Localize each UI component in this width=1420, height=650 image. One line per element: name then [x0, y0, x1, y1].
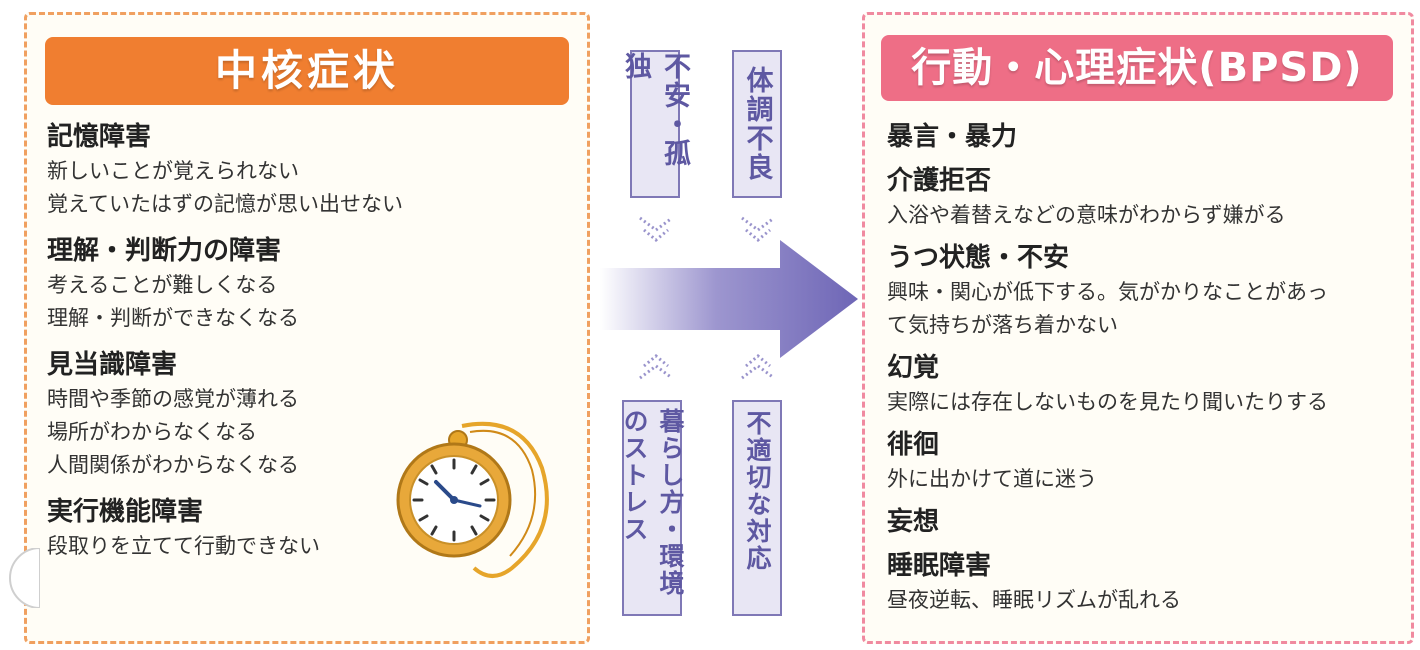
factor-box-lifestyle-stress: 暮らし方・環境のストレス — [620, 400, 685, 616]
bpsd-item-delusion: 妄想 — [887, 504, 1407, 540]
item-title: 介護拒否 — [887, 166, 992, 196]
item-desc: 理解・判断ができなくなる — [47, 306, 299, 330]
item-desc: 時間や季節の感覚が薄れる — [47, 387, 299, 411]
item-desc: て気持ちが落ち着かない — [887, 313, 1118, 337]
item-title: うつ状態・不安 — [887, 243, 1070, 273]
item-title: 実行機能障害 — [47, 497, 204, 527]
chevron-up-icon — [639, 354, 673, 380]
item-desc: 興味・関心が低下する。気がかりなことがあっ — [887, 280, 1328, 304]
item-title: 見当識障害 — [47, 350, 178, 380]
core-symptoms-panel: 中核症状 記憶障害 新しいことが覚えられない 覚えていたはずの記憶が思い出せない… — [24, 12, 590, 644]
edge-circle-decoration — [9, 548, 40, 608]
core-symptoms-header: 中核症状 — [45, 37, 569, 105]
item-title: 睡眠障害 — [887, 551, 992, 581]
factor-box-anxiety: 不安・孤独 — [620, 50, 690, 198]
bpsd-item-wandering: 徘徊 外に出かけて道に迷う — [887, 427, 1407, 496]
item-title: 幻覚 — [887, 353, 940, 383]
item-title: 徘徊 — [887, 430, 940, 460]
core-symptoms-list: 記憶障害 新しいことが覚えられない 覚えていたはずの記憶が思い出せない 理解・判… — [47, 119, 567, 575]
item-desc: 段取りを立てて行動できない — [47, 534, 320, 558]
factor-box-improper-care: 不適切な対応 — [732, 400, 782, 616]
chevron-up-icon — [741, 354, 775, 380]
bpsd-item-depression: うつ状態・不安 興味・関心が低下する。気がかりなことがあっ て気持ちが落ち着かな… — [887, 240, 1407, 342]
item-desc: 覚えていたはずの記憶が思い出せない — [47, 192, 403, 216]
bpsd-list: 暴言・暴力 介護拒否 入浴や着替えなどの意味がわからず嫌がる うつ状態・不安 興… — [887, 119, 1407, 625]
factor-box-poor-health: 体調不良 — [732, 50, 782, 198]
bpsd-item-hallucination: 幻覚 実際には存在しないものを見たり聞いたりする — [887, 350, 1407, 419]
core-item-executive: 実行機能障害 段取りを立てて行動できない — [47, 494, 567, 563]
bpsd-panel: 行動・心理症状(BPSD) 暴言・暴力 介護拒否 入浴や着替えなどの意味がわから… — [862, 12, 1414, 644]
item-desc: 新しいことが覚えられない — [47, 159, 299, 183]
chevron-down-icon — [741, 216, 775, 242]
bpsd-item-violence: 暴言・暴力 — [887, 119, 1407, 155]
core-item-memory: 記憶障害 新しいことが覚えられない 覚えていたはずの記憶が思い出せない — [47, 119, 567, 221]
item-title: 理解・判断力の障害 — [47, 236, 282, 266]
item-title: 記憶障害 — [47, 122, 152, 152]
bpsd-header: 行動・心理症状(BPSD) — [881, 35, 1393, 101]
item-desc: 実際には存在しないものを見たり聞いたりする — [887, 390, 1328, 414]
bpsd-item-care-refusal: 介護拒否 入浴や着替えなどの意味がわからず嫌がる — [887, 163, 1407, 232]
item-desc: 外に出かけて道に迷う — [887, 467, 1097, 491]
item-desc: 場所がわからなくなる — [47, 420, 257, 444]
pocket-watch-icon — [396, 421, 549, 578]
core-item-judgment: 理解・判断力の障害 考えることが難しくなる 理解・判断ができなくなる — [47, 233, 567, 335]
core-item-orientation: 見当識障害 時間や季節の感覚が薄れる 場所がわからなくなる 人間関係がわからなく… — [47, 347, 567, 482]
item-desc: 入浴や着替えなどの意味がわからず嫌がる — [887, 203, 1286, 227]
item-desc: 考えることが難しくなる — [47, 273, 278, 297]
item-desc: 昼夜逆転、睡眠リズムが乱れる — [887, 588, 1181, 612]
bpsd-item-sleep-disorder: 睡眠障害 昼夜逆転、睡眠リズムが乱れる — [887, 548, 1407, 617]
item-title: 妄想 — [887, 507, 940, 537]
item-desc: 人間関係がわからなくなる — [47, 453, 299, 477]
chevron-down-icon — [639, 216, 673, 242]
right-arrow-icon — [600, 240, 858, 358]
item-title: 暴言・暴力 — [887, 122, 1018, 152]
